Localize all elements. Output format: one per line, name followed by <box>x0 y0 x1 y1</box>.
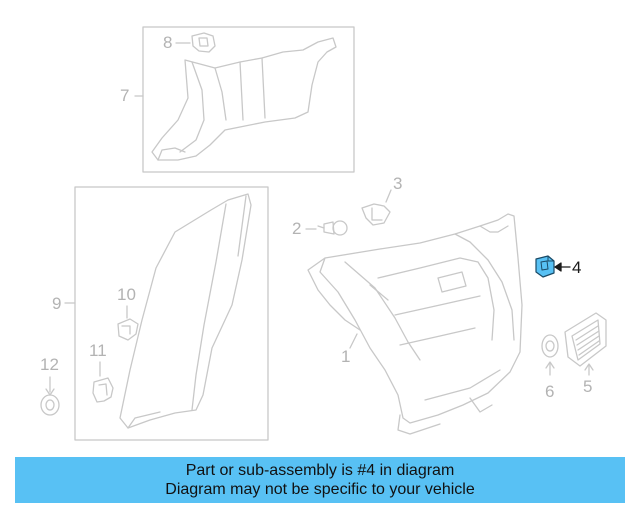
push-pin-2 <box>317 220 348 236</box>
callout-7: 7 <box>120 86 130 105</box>
group-box-9 <box>74 186 269 441</box>
callout-3: 3 <box>393 174 403 193</box>
callout-5: 5 <box>583 377 593 396</box>
callout-2: 2 <box>292 219 302 238</box>
arrow-12 <box>45 388 55 396</box>
callout-12: 12 <box>40 355 59 374</box>
arrow-5 <box>584 363 594 371</box>
upper-trim-panel <box>151 37 337 161</box>
clip-10 <box>117 318 139 341</box>
callout-line-1 <box>349 333 358 349</box>
callout-6: 6 <box>545 382 555 401</box>
callout-11: 11 <box>89 341 107 360</box>
callout-4: 4 <box>572 258 582 277</box>
info-banner: Part or sub-assembly is #4 in diagram Di… <box>15 457 625 503</box>
bracket-11 <box>92 377 114 403</box>
callout-1: 1 <box>341 347 351 366</box>
pillar-trim-panel <box>119 193 252 429</box>
arrow-6 <box>545 361 555 369</box>
banner-line-disclaimer: Diagram may not be specific to your vehi… <box>165 481 475 498</box>
banner-line-part-number: Part or sub-assembly is #4 in diagram <box>185 462 455 479</box>
quarter-trim-panel <box>307 213 523 435</box>
callout-9: 9 <box>52 294 62 313</box>
callout-line-3 <box>385 189 392 203</box>
arrow-4 <box>554 262 562 272</box>
vent-grille-5 <box>564 312 607 367</box>
group-box-7 <box>142 26 355 173</box>
clip-4-highlighted <box>535 255 555 278</box>
cap-6 <box>541 334 559 358</box>
grommet-12 <box>40 394 60 416</box>
parts-diagram <box>40 26 607 441</box>
clip-8 <box>191 32 216 53</box>
bracket-3 <box>361 203 391 226</box>
callout-8: 8 <box>163 33 173 52</box>
callout-10: 10 <box>117 285 136 304</box>
